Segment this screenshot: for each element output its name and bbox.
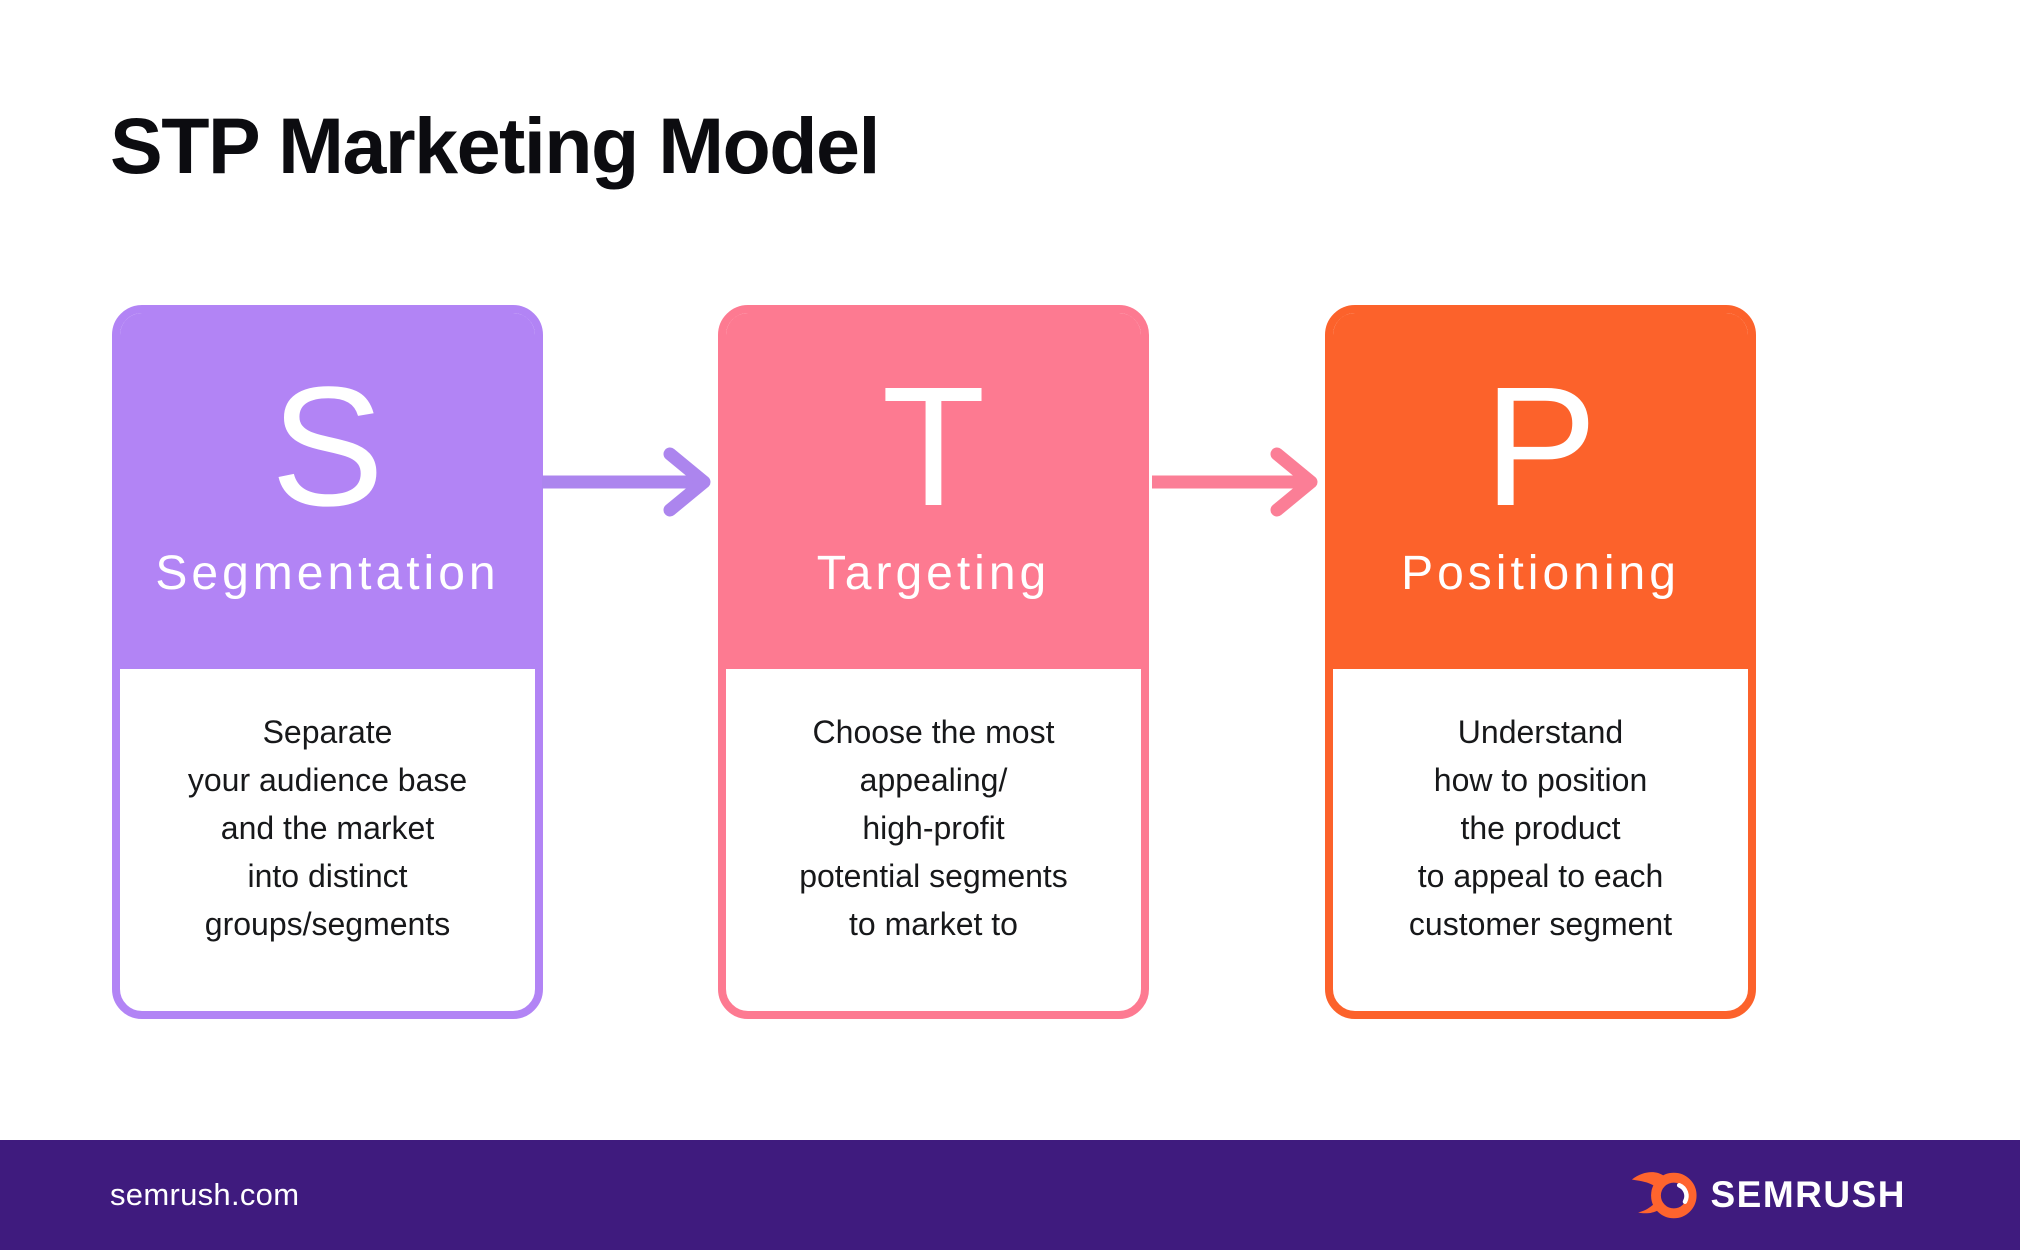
card-positioning-letter: P xyxy=(1483,351,1598,542)
card-segmentation-header: S Segmentation xyxy=(120,313,535,669)
card-targeting-label: Targeting xyxy=(816,547,1051,601)
semrush-flame-icon xyxy=(1632,1171,1698,1218)
card-positioning-header: P Positioning xyxy=(1333,313,1748,669)
connector-targeting-to-positioning xyxy=(1152,444,1325,520)
arrow-right-icon xyxy=(542,447,711,517)
card-segmentation: S Segmentation Separate your audience ba… xyxy=(112,305,543,1019)
brand-name: SEMRUSH xyxy=(1710,1174,1906,1215)
footer-bar: semrush.com SEMRUSH xyxy=(0,1140,2020,1250)
card-positioning-description: Understand how to position the product t… xyxy=(1408,714,1673,942)
card-positioning: P Positioning Understand how to position… xyxy=(1325,305,1756,1019)
card-targeting-header: T Targeting xyxy=(726,313,1141,669)
semrush-logo: SEMRUSH xyxy=(1631,1169,1906,1222)
card-targeting: T Targeting Choose the most appealing/ h… xyxy=(718,305,1149,1019)
card-positioning-label: Positioning xyxy=(1401,547,1680,601)
page-title: STP Marketing Model xyxy=(110,101,880,190)
card-segmentation-description: Separate your audience base and the mark… xyxy=(187,714,468,942)
website-url: semrush.com xyxy=(110,1177,300,1212)
card-targeting-letter: T xyxy=(881,351,986,542)
card-targeting-description: Choose the most appealing/ high-profit p… xyxy=(799,714,1068,942)
card-segmentation-label: Segmentation xyxy=(155,547,500,601)
connector-segmentation-to-targeting xyxy=(542,444,718,520)
card-segmentation-letter: S xyxy=(270,351,385,542)
arrow-right-icon xyxy=(1152,447,1318,517)
